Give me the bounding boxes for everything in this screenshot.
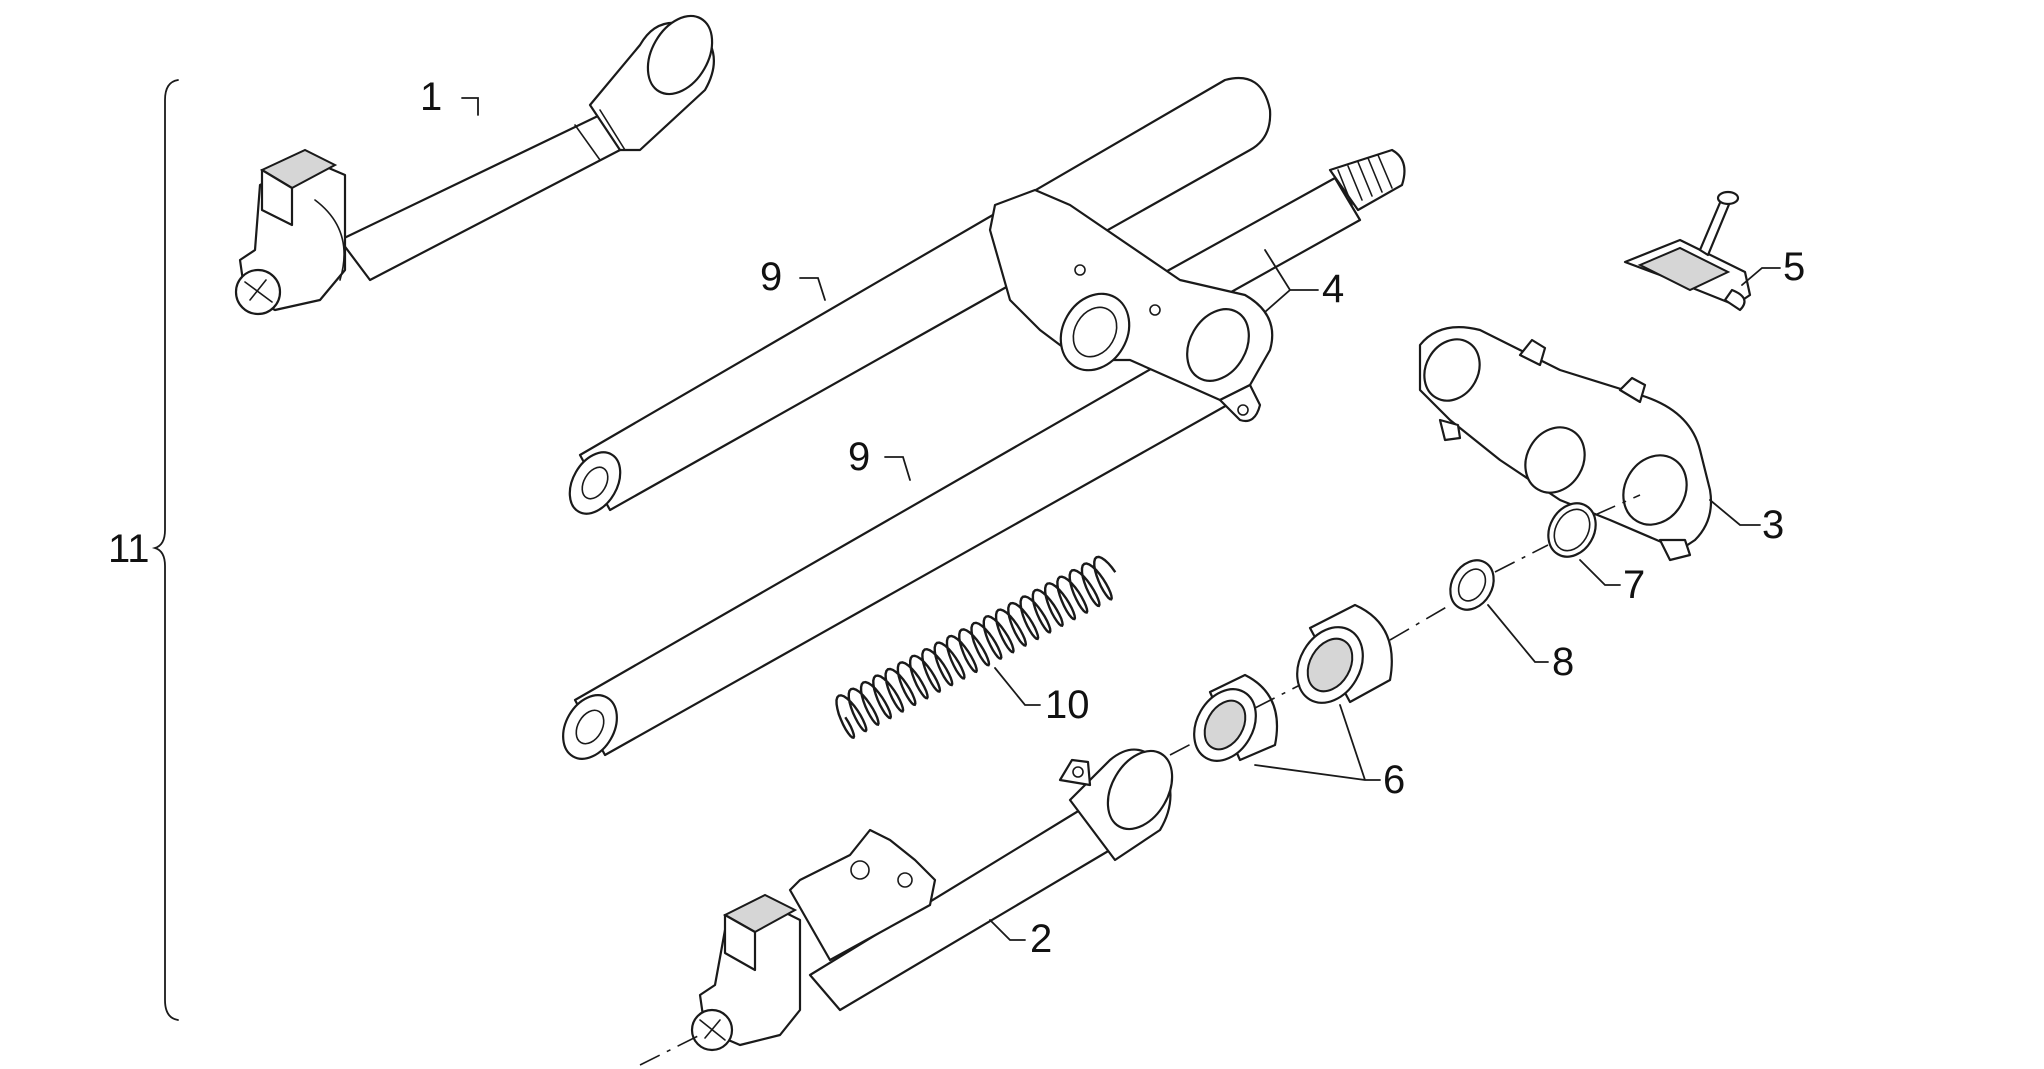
part-1-fork-slider [234,14,715,316]
callout-9-lower: 9 [848,435,870,479]
callout-5: 5 [1783,245,1805,289]
part-10-spring [835,555,1117,740]
part-9-fork-tube-upper [568,76,1272,515]
part-2-fork-slider-lower [690,748,1174,1052]
part-6-seal-lower [1193,673,1279,762]
callout-7: 7 [1623,563,1645,607]
callout-9-upper: 9 [760,255,782,299]
part-9-fork-tube-lower [562,333,1247,760]
part-7-circlip [1547,502,1597,558]
assembly-bracket [151,79,179,1021]
callout-11: 11 [108,527,150,571]
callout-8: 8 [1552,640,1574,684]
callout-3: 3 [1762,503,1784,547]
part-8-washer [1449,559,1495,611]
callout-labels: 1 9 4 5 9 3 11 7 8 10 6 2 [108,75,1805,961]
callout-2: 2 [1030,917,1052,961]
callout-6: 6 [1383,758,1405,802]
callout-1: 1 [420,75,442,119]
callout-4: 4 [1322,267,1344,311]
part-5-clamp-bolt [1623,190,1752,312]
callout-10: 10 [1045,683,1090,727]
leader-lines [461,97,1781,941]
part-3-upper-crown [1418,326,1713,562]
assembly-axis [639,494,1641,1066]
part-4-steering-stem-crown [988,148,1406,423]
part-6-seal-upper [1296,603,1393,704]
